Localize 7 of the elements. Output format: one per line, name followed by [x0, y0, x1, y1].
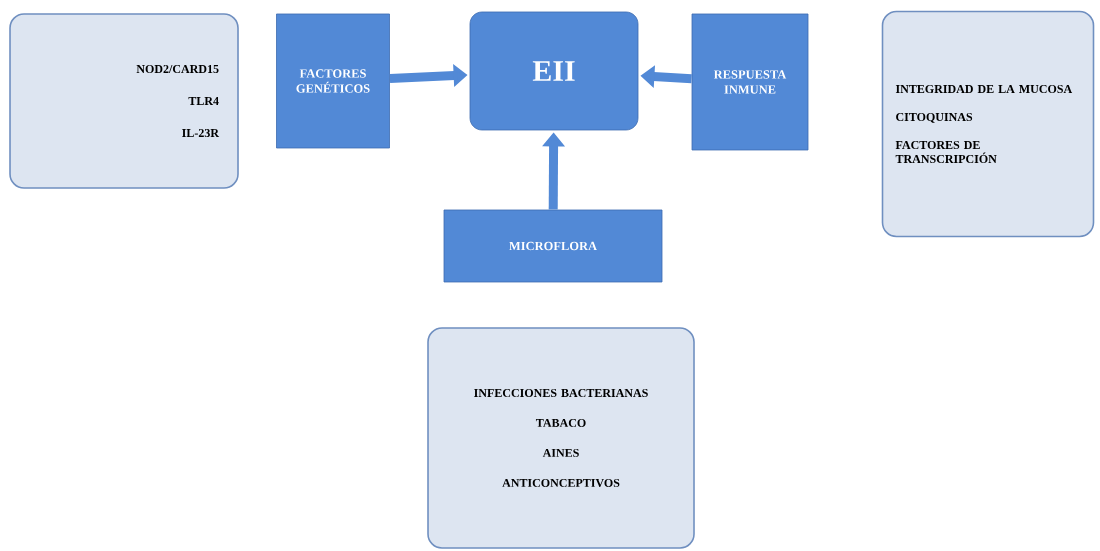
info-box: INTEGRIDAD DE LA MUCOSA CITOQUINAS FACTORES DE TRANSCRIPCIÓN	[881, 10, 1095, 238]
factor-box: FACTORES GENÉTICOS	[276, 13, 390, 149]
factor-box: MICROFLORA	[443, 209, 663, 283]
factor-box: RESPUESTA INMUNE	[691, 13, 809, 151]
info-box: INFECCIONES BACTERIANAS TABACO AINES ANTICONCEPTIVOS	[427, 327, 695, 549]
info-box: NOD2/CARD15 TLR4 IL-23R	[9, 13, 239, 189]
central-box: EII	[469, 11, 639, 131]
